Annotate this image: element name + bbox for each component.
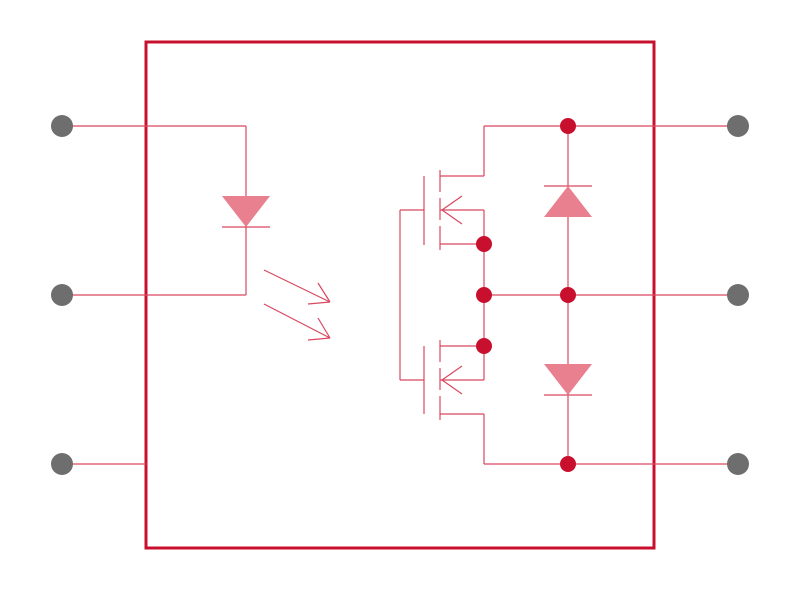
led-triangle <box>222 196 270 227</box>
body-arrow-a <box>441 365 463 381</box>
emission-arrow-1-head-a <box>317 282 331 303</box>
input-led-section <box>62 125 331 465</box>
mosfet-icon <box>423 170 484 250</box>
pin-icon[interactable] <box>727 284 749 306</box>
diode-triangle <box>544 364 592 395</box>
pin-icon[interactable] <box>727 115 749 137</box>
body-arrow-b <box>441 379 463 395</box>
emission-arrow-2-head-b <box>307 337 331 341</box>
led-diode-icon <box>222 196 270 228</box>
emission-arrow-1 <box>263 269 331 303</box>
diode-bottom <box>544 364 592 396</box>
mosfet-icon <box>423 340 484 420</box>
emission-arrow-1-head-b <box>307 301 331 305</box>
emission-arrow-2-head-a <box>317 317 331 339</box>
junction-dot <box>476 236 492 252</box>
junction-dot <box>476 338 492 354</box>
output-section <box>484 125 738 465</box>
left-pins <box>51 115 73 475</box>
pin-icon[interactable] <box>51 453 73 475</box>
junction-dot <box>476 287 492 303</box>
diode-top <box>544 185 592 217</box>
emission-arrow-2 <box>263 303 331 339</box>
junction-dot <box>560 456 576 472</box>
diode-icon <box>544 364 592 396</box>
mosfet-bottom <box>423 340 484 420</box>
diode-triangle <box>544 186 592 217</box>
optical-emission-arrows-icon <box>263 269 331 341</box>
pin-icon[interactable] <box>51 284 73 306</box>
right-pins <box>727 115 749 475</box>
mosfet-top <box>423 170 484 250</box>
body-arrow-a <box>441 195 463 211</box>
junction-dot <box>560 287 576 303</box>
junctions <box>476 118 576 472</box>
pin-icon[interactable] <box>727 453 749 475</box>
junction-dot <box>560 118 576 134</box>
pin-icon[interactable] <box>51 115 73 137</box>
mosfet-section <box>399 126 485 464</box>
body-arrow-b <box>441 209 463 225</box>
diode-icon <box>544 185 592 217</box>
